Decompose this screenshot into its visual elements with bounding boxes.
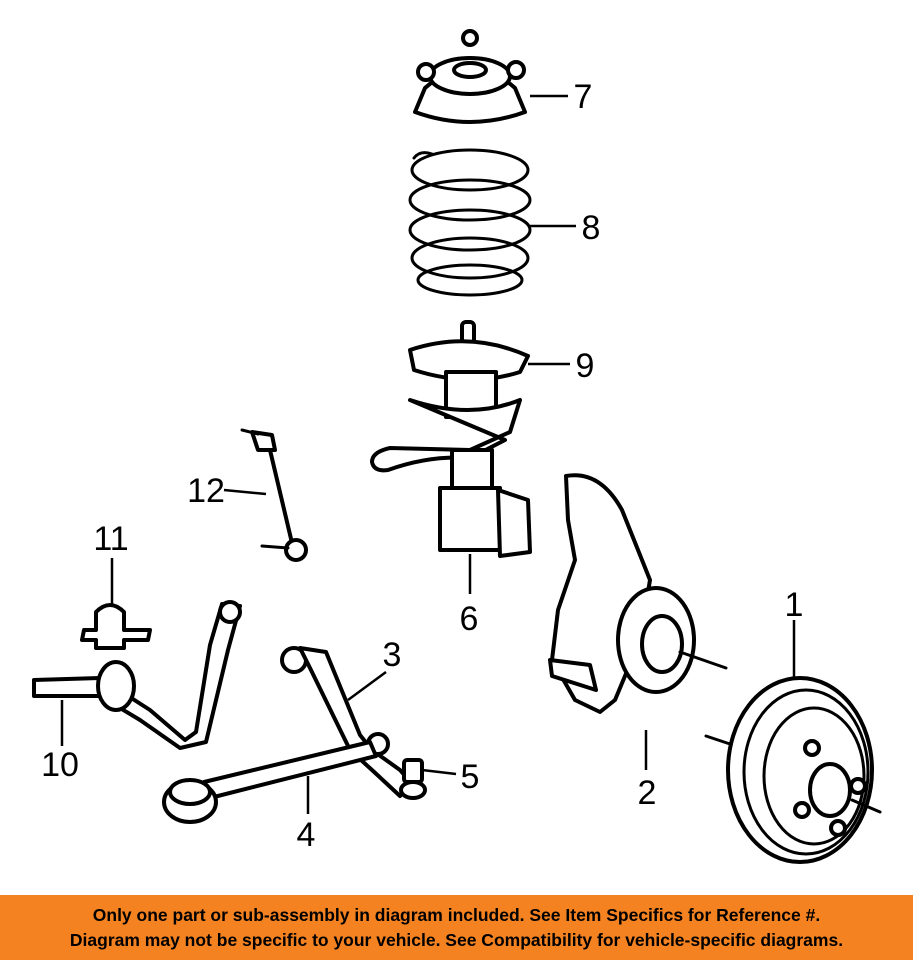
leader-5: [421, 768, 457, 776]
callout-10: 10: [41, 746, 79, 784]
disclaimer-banner: Only one part or sub-assembly in diagram…: [0, 895, 913, 960]
callout-1: 1: [785, 586, 804, 624]
steering-knuckle-part: [548, 473, 728, 714]
disclaimer-line-2: Diagram may not be specific to your vehi…: [69, 930, 844, 950]
callout-3: 3: [383, 636, 402, 674]
suspension-parts-diagram: 7 8 9 6 12 11 3 5 4 10 2 1: [32, 29, 882, 864]
strut-assembly-part: [370, 320, 532, 558]
callout-2: 2: [638, 774, 657, 812]
callout-12: 12: [187, 472, 225, 510]
stabilizer-bar-part: [32, 600, 242, 750]
bushing-clamp-part: [80, 603, 152, 650]
stabilizer-link-part: [240, 428, 308, 562]
callout-5: 5: [461, 758, 480, 796]
strut-mount-part: [413, 29, 527, 124]
bolt-part: [399, 758, 427, 800]
leader-3: [347, 670, 387, 702]
callout-9: 9: [576, 347, 595, 385]
callout-4: 4: [297, 816, 316, 854]
callout-8: 8: [582, 209, 601, 247]
coil-spring-part: [408, 148, 532, 297]
brake-drum-part: [704, 676, 882, 864]
callout-7: 7: [574, 78, 593, 116]
disclaimer-line-1: Only one part or sub-assembly in diagram…: [92, 905, 821, 925]
leader-12: [223, 488, 267, 496]
lower-arm-part: [162, 740, 378, 824]
callout-6: 6: [460, 600, 479, 638]
callout-11: 11: [93, 520, 128, 558]
